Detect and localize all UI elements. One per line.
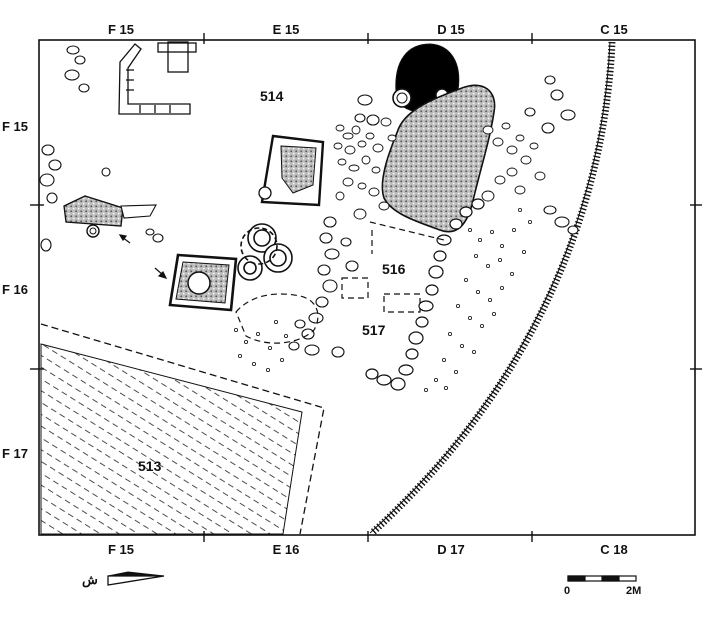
scale-end-label: 2M [626, 585, 641, 597]
stone-wall-east-516 [365, 198, 485, 391]
plan-frame [38, 39, 696, 536]
scale-bar-icon [567, 575, 637, 582]
dashed-outlines [235, 221, 445, 344]
grid-label-bottom-4: C 18 [600, 542, 627, 557]
room-label-513: 513 [138, 458, 162, 474]
room-label-516: 516 [382, 261, 406, 277]
paved-basin-west [168, 253, 238, 312]
paved-bin-514 [258, 134, 325, 207]
grid-label-left-2: F 16 [2, 282, 28, 297]
rubble-wall-north [333, 117, 546, 220]
grid-label-bottom-1: F 15 [108, 542, 134, 557]
grid-label-top-1: F 15 [108, 22, 134, 37]
jar-cluster [237, 223, 293, 281]
dotted-soil-east [423, 207, 533, 392]
curved-outer-wall-edge [369, 41, 611, 534]
grid-label-bottom-2: E 16 [273, 542, 300, 557]
wall-top-left [118, 41, 197, 115]
area-513-dashed-boundary [40, 323, 325, 535]
room-label-517: 517 [362, 322, 386, 338]
stone-wall-west-517 [288, 216, 359, 358]
grid-label-bottom-3: D 17 [437, 542, 464, 557]
grid-label-top-3: D 15 [437, 22, 464, 37]
grid-label-top-2: E 15 [273, 22, 300, 37]
grid-label-left-3: F 17 [2, 446, 28, 461]
area-513-hatched [40, 343, 303, 535]
curved-outer-wall [369, 41, 616, 536]
scale-start-label: 0 [564, 585, 570, 597]
grid-label-left-1: F 15 [2, 119, 28, 134]
svg-text:ش: ش [82, 572, 98, 588]
dotted-soil-west [233, 319, 288, 372]
direction-arrows [118, 234, 168, 279]
north-arrow-icon: ش [82, 571, 165, 588]
grid-label-top-4: C 15 [600, 22, 627, 37]
feature-left-pavement [63, 195, 157, 238]
room-label-514: 514 [260, 88, 284, 104]
scattered-stones [39, 45, 579, 252]
